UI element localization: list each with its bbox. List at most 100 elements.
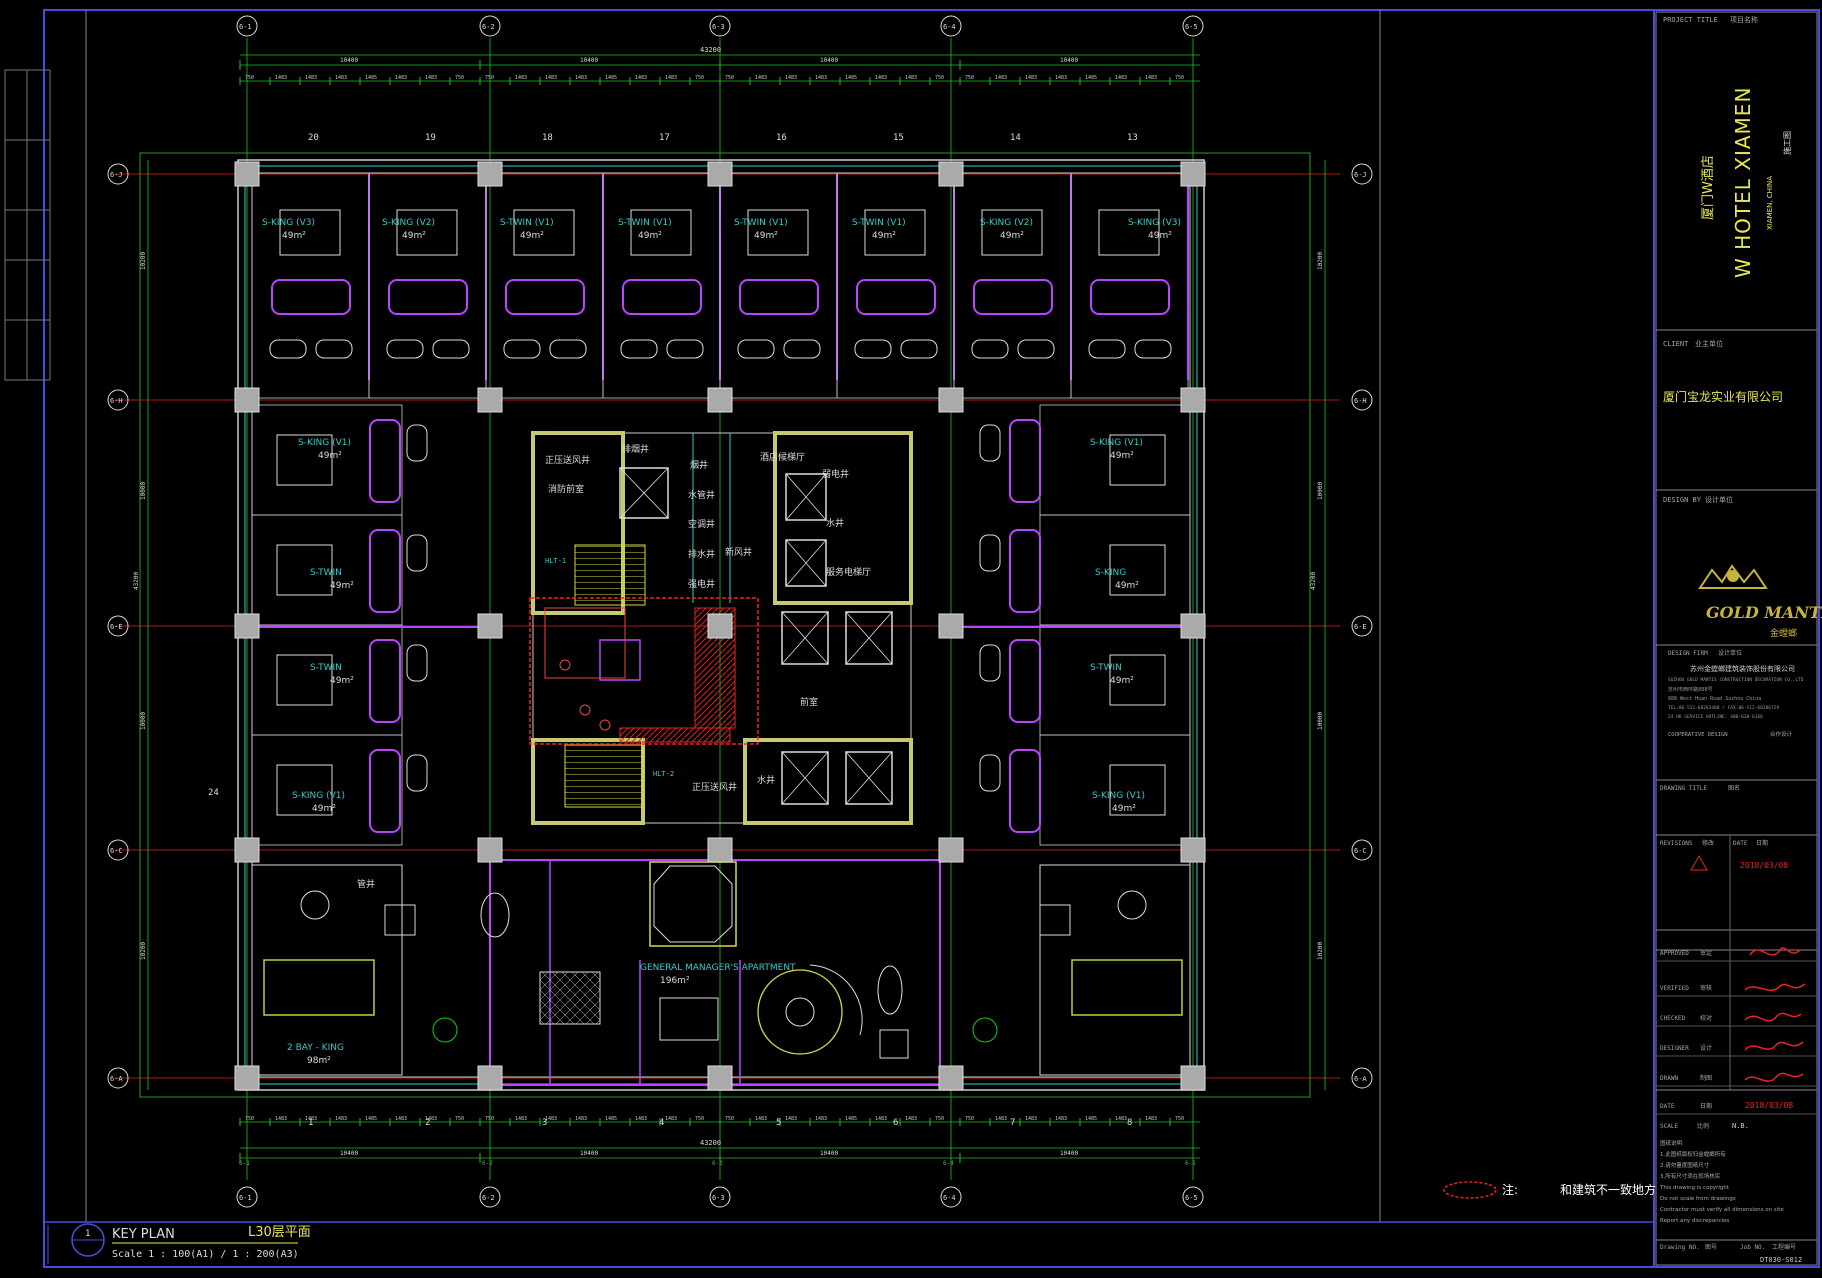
core-label: 强电井 — [688, 578, 715, 590]
dim-vertical-total: 43200 — [1310, 572, 1317, 590]
dim-minor: 1483 — [575, 75, 587, 81]
guest-room-top — [836, 172, 955, 399]
dim-minor: 1483 — [665, 1116, 677, 1122]
dim-minor: 1483 — [875, 75, 887, 81]
core-label: 水管井 — [688, 489, 715, 501]
date-cn-label: 日期 — [1756, 839, 1768, 847]
bathtub — [900, 339, 938, 359]
core-label: 空调井 — [688, 518, 715, 530]
bed — [276, 434, 333, 486]
core-label: 酒店候梯厅 — [760, 451, 805, 463]
room-area: 49m² — [1112, 804, 1136, 814]
logo-text: GOLD MANTIS — [1706, 603, 1822, 622]
drawing-no-label: Drawing NO. — [1660, 1244, 1700, 1251]
structural-column — [234, 613, 260, 639]
signature-verified — [1744, 983, 1806, 992]
scale-label: SCALE — [1660, 1123, 1678, 1130]
core-label: 排烟井 — [622, 443, 649, 455]
dim-minor: 750 — [455, 1116, 464, 1122]
revision-note-prefix: 注: — [1502, 1182, 1518, 1197]
bathtub — [406, 644, 428, 682]
dim-minor: 1483 — [515, 1116, 527, 1122]
bathtub — [971, 339, 1009, 359]
grid-bubble — [709, 1186, 731, 1208]
bathroom-vanity — [622, 279, 702, 315]
structural-column — [477, 161, 503, 187]
grid-row-label: 6-A — [1354, 1075, 1367, 1083]
dim-minor: 750 — [245, 75, 254, 81]
dim-minor: 750 — [485, 75, 494, 81]
dim-major: 10400 — [580, 57, 598, 64]
dim-minor: 750 — [965, 1116, 974, 1122]
dim-minor: 1483 — [1025, 75, 1037, 81]
core-label: 正压送风井 — [545, 454, 590, 466]
dim-minor: 1485 — [605, 1116, 617, 1122]
firm-addr-1: SUZHOU GOLD MANTIS CONSTRUCTION DECORATI… — [1668, 677, 1804, 683]
grid-col-label: 6-2 — [482, 1194, 495, 1202]
dim-minor: 1483 — [785, 75, 797, 81]
tb-row-cn-label: 设计 — [1700, 1044, 1712, 1052]
room-number-bottom: 4 — [659, 1118, 664, 1128]
bathtub — [620, 339, 658, 359]
side-guest-rooms — [251, 404, 1191, 846]
dim-vertical: 10000 — [140, 482, 147, 500]
dim-minor: 1483 — [1115, 1116, 1127, 1122]
bathtub — [269, 339, 307, 359]
dim-minor: 1485 — [845, 1116, 857, 1122]
grid-col-label: 6-1 — [239, 23, 252, 31]
bed — [981, 209, 1043, 256]
grid-col-label-inner: 6-4 — [943, 1160, 954, 1167]
bed — [864, 209, 926, 256]
tb-note-line: Do not scale from drawings — [1660, 1196, 1736, 1202]
grid-row-label: 6-E — [1354, 623, 1367, 631]
dim-major: 10400 — [820, 57, 838, 64]
dim-minor: 750 — [965, 75, 974, 81]
room-area: 49m² — [1148, 231, 1172, 241]
cooperative-label: COOPERATIVE DESIGN — [1668, 732, 1728, 738]
tb-row-cn-label: 校对 — [1700, 1014, 1712, 1022]
grid-row-label: 6-H — [110, 397, 123, 405]
dim-minor: 1483 — [335, 1116, 347, 1122]
dim-minor: 1483 — [335, 75, 347, 81]
core-label: 弱电井 — [822, 468, 849, 480]
dim-minor: 750 — [245, 1116, 254, 1122]
grid-bubble — [940, 1186, 962, 1208]
room-label: S-TWIN (V1) — [734, 218, 788, 228]
dim-major: 10400 — [580, 1150, 598, 1157]
dim-minor: 1485 — [845, 75, 857, 81]
bathroom-vanity — [739, 279, 819, 315]
room-number-left: 24 — [208, 788, 219, 798]
bed — [276, 764, 333, 816]
dim-minor: 1483 — [785, 1116, 797, 1122]
grid-row-label: 6-C — [1354, 847, 1367, 855]
grid-row-label: 6-H — [1354, 397, 1367, 405]
grid-bubble — [107, 389, 129, 411]
core-label: 水井 — [826, 517, 844, 529]
dim-minor: 750 — [725, 1116, 734, 1122]
bathroom-vanity — [369, 749, 401, 833]
drawing-title-cn-label: 图名 — [1728, 784, 1740, 792]
guest-room-top — [251, 172, 370, 399]
room-number-top: 14 — [1010, 133, 1021, 143]
structural-column — [1180, 161, 1206, 187]
dim-minor: 1483 — [395, 75, 407, 81]
dim-minor: 750 — [455, 75, 464, 81]
guest-room-top — [368, 172, 487, 399]
design-by-label: DESIGN BY — [1663, 496, 1702, 504]
room-number-top: 19 — [425, 133, 436, 143]
dim-minor: 750 — [1175, 75, 1184, 81]
dim-minor: 1485 — [1085, 1116, 1097, 1122]
grid-row-label: 6-C — [110, 847, 123, 855]
firm-addr-3: 888 West Huan Road Suzhou China — [1668, 696, 1761, 702]
bed — [630, 209, 692, 256]
bathtub — [406, 424, 428, 462]
tb-row-label: DESIGNER — [1660, 1045, 1689, 1052]
revision-note: 注: 和建筑不一致地方 — [1443, 1181, 1656, 1199]
revision-note-text: 和建筑不一致地方 — [1560, 1182, 1656, 1197]
room-label: S-TWIN (V1) — [500, 218, 554, 228]
scale-text: Scale 1 : 100(A1) / 1 : 200(A3) — [112, 1249, 299, 1260]
grid-col-label: 6-5 — [1185, 23, 1198, 31]
